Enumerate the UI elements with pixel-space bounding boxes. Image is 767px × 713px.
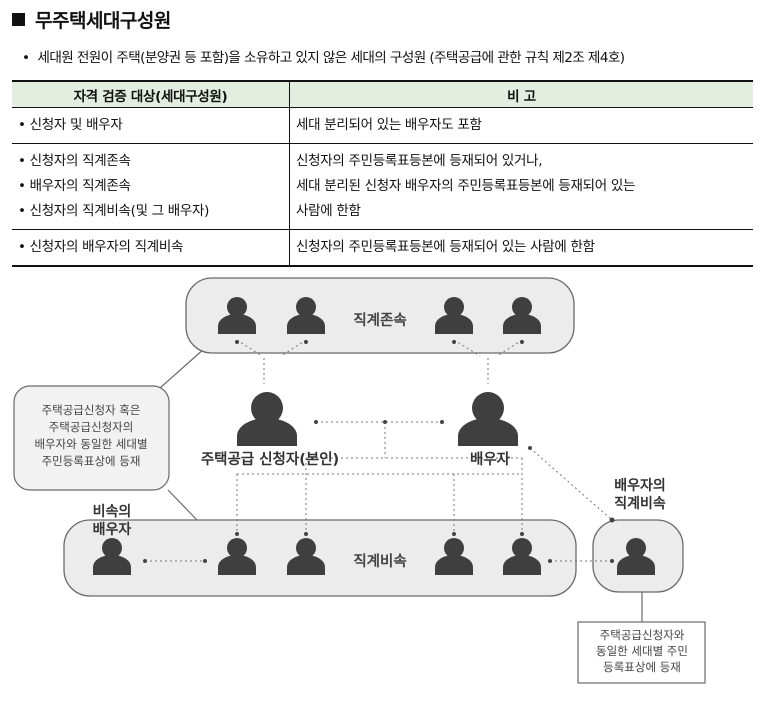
applicant-label: 주택공급 신청자(본인) xyxy=(201,450,339,468)
table-cell-targets: • 신청자의 배우자의 직계비속 xyxy=(12,229,290,267)
qualification-table: 자격 검증 대상(세대구성원) 비 고 • 신청자 및 배우자 세대 분리되어 … xyxy=(12,80,753,267)
connector-dots xyxy=(143,340,615,563)
table-cell-line: 신청자의 주민등록표등본에 등재되어 있거나, xyxy=(296,153,543,169)
callout-right-line: 동일한 세대별 주민 xyxy=(596,644,688,658)
table-cell-notes: 세대 분리되어 있는 배우자도 포함 xyxy=(289,107,753,144)
callout-left-line: 주민등록표상에 등재 xyxy=(42,454,141,468)
table-cell-line: 세대 분리되어 있는 배우자도 포함 xyxy=(296,117,482,133)
table-header-row: 자격 검증 대상(세대구성원) 비 고 xyxy=(12,80,753,108)
table-cell-line: • 신청자의 직계존속 xyxy=(18,153,131,169)
table-cell-notes: 신청자의 주민등록표등본에 등재되어 있는 사람에 한함 xyxy=(289,229,753,267)
table-cell-line: 사람에 한함 xyxy=(296,203,361,219)
desc-spouse-label-1: 비속의 xyxy=(93,503,132,520)
person-icon-applicant xyxy=(237,392,297,446)
table-cell-line: 신청자의 주민등록표등본에 등재되어 있는 사람에 한함 xyxy=(296,239,595,255)
table-cell-line: 세대 분리된 신청자 배우자의 주민등록표등본에 등재되어 있는 xyxy=(296,178,636,194)
table-cell-notes: 신청자의 주민등록표등본에 등재되어 있거나, 세대 분리된 신청자 배우자의 … xyxy=(289,143,753,230)
table-row: • 신청자의 배우자의 직계비속 신청자의 주민등록표등본에 등재되어 있는 사… xyxy=(12,229,753,267)
table-cell-targets: • 신청자 및 배우자 xyxy=(12,107,290,144)
callout-left-line: 주택공급신청자 혹은 xyxy=(42,403,141,417)
descendants-label: 직계비속 xyxy=(353,552,406,570)
ascendant-links-applicant xyxy=(236,339,307,384)
table-header-targets: 자격 검증 대상(세대구성원) xyxy=(12,80,290,108)
callout-left-line: 주택공급신청자의 xyxy=(49,420,134,434)
descendant-links xyxy=(145,422,613,562)
descendants-group-box xyxy=(63,519,577,597)
spouse-desc-label-2: 직계비속 xyxy=(614,495,666,512)
spouse-desc-label-1: 배우자의 xyxy=(614,477,666,494)
table-cell-line: • 신청자의 배우자의 직계비속 xyxy=(18,239,184,255)
table-cell-line: • 배우자의 직계존속 xyxy=(18,178,131,194)
square-bullet-icon xyxy=(12,13,25,26)
table-header-notes: 비 고 xyxy=(289,80,753,108)
callout-right-line: 주택공급신청자와 xyxy=(600,628,685,642)
bullet-icon: • xyxy=(22,50,30,66)
ascendants-label: 직계존속 xyxy=(353,311,406,329)
definition-text: •세대원 전원이 주택(분양권 등 포함)을 소유하고 있지 않은 세대의 구성… xyxy=(22,50,625,66)
page-title: 무주택세대구성원 xyxy=(12,6,171,33)
desc-spouse-label-2: 배우자 xyxy=(93,522,132,538)
table-cell-line: • 신청자의 직계비속(및 그 배우자) xyxy=(18,203,210,219)
ascendants-group-box xyxy=(185,277,575,354)
callout-left-box xyxy=(13,385,170,491)
table-row: • 신청자의 직계존속 • 배우자의 직계존속 • 신청자의 직계비속(및 그 … xyxy=(12,143,753,230)
callout-right-line: 등록표상에 등재 xyxy=(603,660,681,674)
household-diagram: 직계존속 직계비속 주택공급 신청자(본인) 배우자 비속의 배우자 배우자의 … xyxy=(13,277,706,684)
table-cell-line: • 신청자 및 배우자 xyxy=(18,117,123,133)
table-row: • 신청자 및 배우자 세대 분리되어 있는 배우자도 포함 xyxy=(12,107,753,144)
callout-right-box xyxy=(577,621,706,684)
spouse-label: 배우자 xyxy=(470,451,511,468)
callout-connector xyxy=(159,347,206,389)
callout-connector xyxy=(167,489,199,522)
callout-left-line: 배우자와 동일한 세대별 xyxy=(34,437,147,451)
ascendant-links-spouse xyxy=(453,339,523,384)
person-icon-spouse xyxy=(458,392,518,446)
table-cell-targets: • 신청자의 직계존속 • 배우자의 직계존속 • 신청자의 직계비속(및 그 … xyxy=(12,143,290,230)
